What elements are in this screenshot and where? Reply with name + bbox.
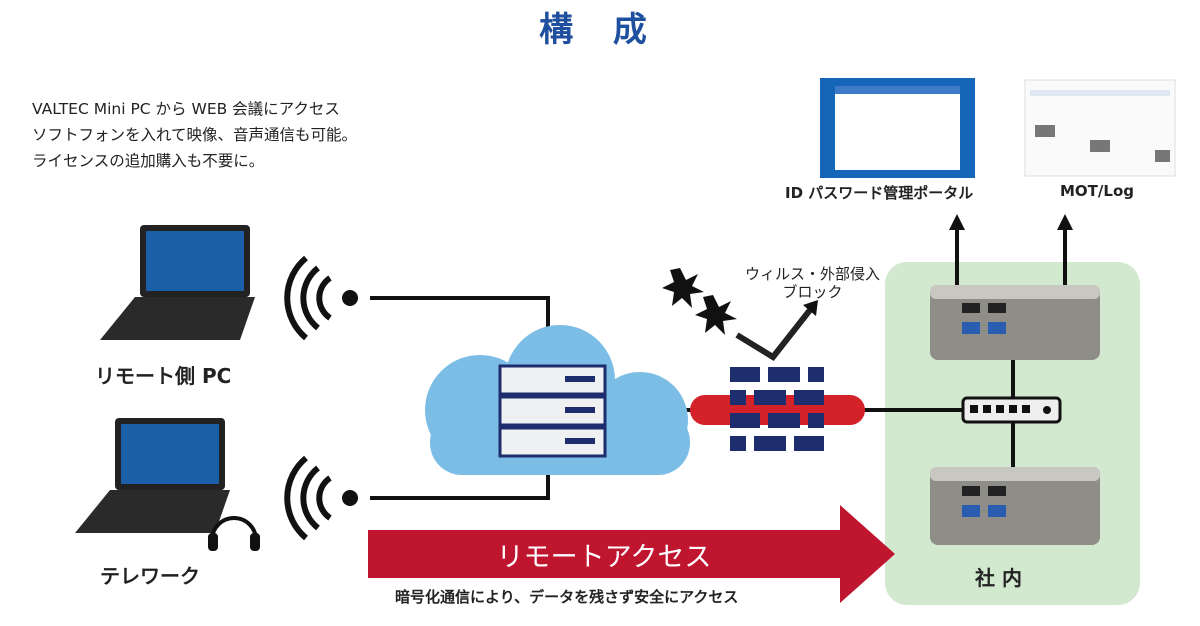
virus-block-line: ウィルス・外部侵入 [744, 265, 880, 283]
caption: 暗号化通信により、データを残さず安全にアクセス [395, 588, 739, 606]
description-line: VALTEC Mini PC から WEB 会議にアクセス [32, 100, 340, 118]
office-label: 社 内 [975, 566, 1022, 590]
motlog-label: MOT/Log [1060, 182, 1134, 200]
virus-block-label: ウィルス・外部侵入ブロック [740, 265, 885, 301]
motlog-screenshot [1024, 79, 1176, 177]
virus-block-line: ブロック [782, 283, 843, 301]
page-title: 構 成 [539, 10, 661, 50]
remote-pc-label: リモート側 PC [95, 364, 232, 388]
server-icon [498, 364, 607, 458]
portal-screenshot [820, 78, 975, 178]
telework-label: テレワーク [100, 564, 200, 588]
remote-access-arrow [368, 505, 895, 603]
description-line: ライセンスの追加購入も不要に。 [32, 152, 265, 170]
description: VALTEC Mini PC から WEB 会議にアクセス ソフトフォンを入れて… [32, 96, 357, 174]
laptop-icon [75, 418, 230, 533]
network-switch-icon [961, 396, 1062, 424]
remote-access-label: リモートアクセス [496, 542, 712, 573]
laptop-icon [100, 225, 255, 340]
blocked-arrow-icon [735, 308, 813, 361]
mini-pc-icon [930, 285, 1100, 360]
description-line: ソフトフォンを入れて映像、音声通信も可能。 [32, 126, 358, 144]
arrow-up-icon [1057, 214, 1073, 230]
id-portal-label: ID パスワード管理ポータル [785, 184, 974, 202]
arrow-up-icon [949, 214, 965, 230]
wifi-icon [284, 455, 332, 541]
virus-icon [662, 268, 737, 335]
wifi-icon [284, 255, 332, 341]
firewall-icon [730, 367, 824, 451]
headset-icon [210, 516, 258, 541]
mini-pc-icon [930, 467, 1100, 545]
